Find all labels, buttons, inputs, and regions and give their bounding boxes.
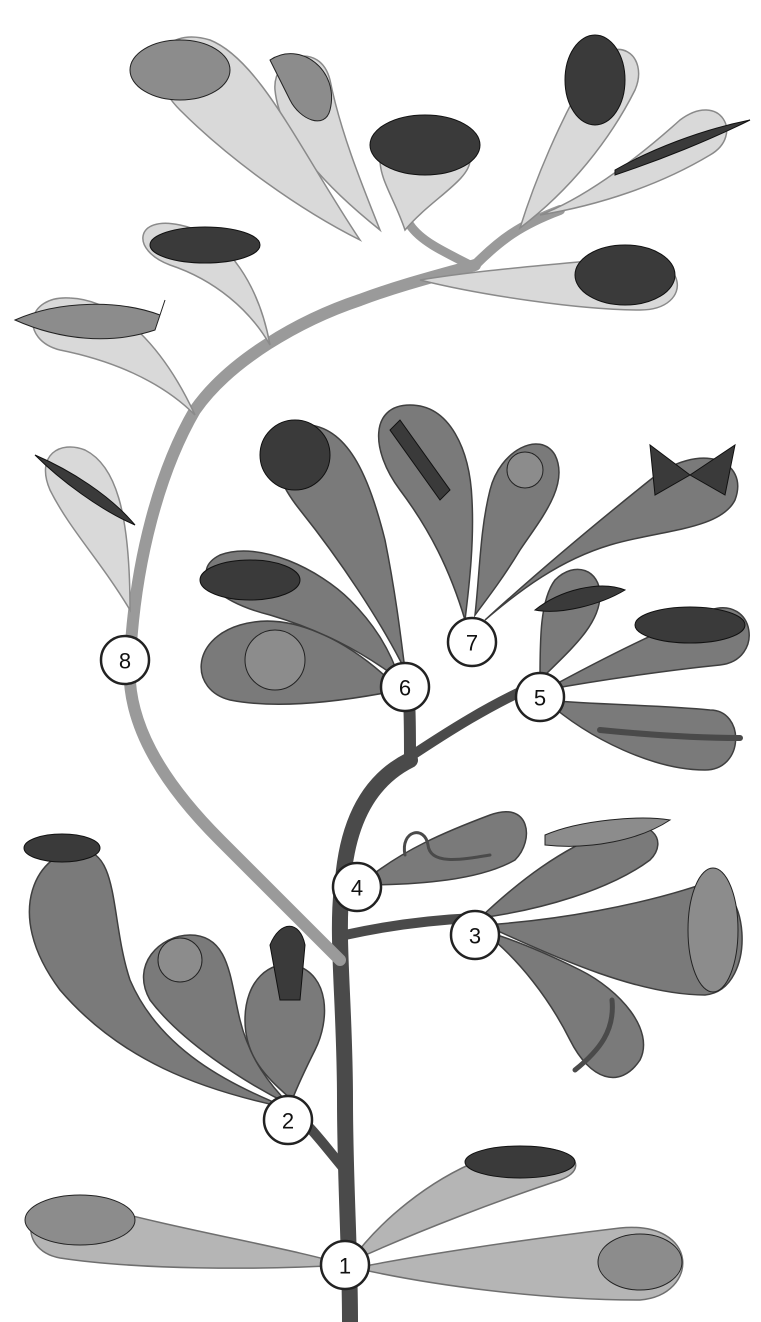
- frog-icon: [575, 245, 675, 305]
- bristleworm-icon: [635, 607, 745, 643]
- spider-icon: [507, 452, 543, 488]
- rhizopod-icon: [598, 1234, 682, 1290]
- node-5-label: 5: [534, 686, 546, 711]
- node-3: 3: [451, 911, 499, 959]
- node-7-label: 7: [466, 631, 478, 656]
- leaves-node-3: [480, 818, 742, 1077]
- paramecium-icon: [465, 1146, 575, 1178]
- node-1: 1: [321, 1241, 369, 1289]
- mussel-icon: [200, 560, 300, 600]
- node-8-label: 8: [119, 649, 131, 674]
- node-1-label: 1: [339, 1254, 351, 1279]
- leaves-node-2: [24, 834, 325, 1108]
- dog-icon: [130, 40, 230, 100]
- hedgehog-icon: [370, 115, 480, 175]
- liver-fluke-icon: [688, 868, 738, 992]
- sponge-icon: [24, 834, 100, 862]
- node-8: 8: [101, 636, 149, 684]
- amoeba-icon: [25, 1195, 135, 1245]
- hydroid-icon: [158, 938, 202, 982]
- leaves-node-5: [535, 569, 749, 770]
- node-5: 5: [516, 673, 564, 721]
- node-6: 6: [381, 663, 429, 711]
- pigeon-icon: [565, 35, 625, 125]
- snail-icon: [245, 630, 305, 690]
- node-4: 4: [333, 863, 381, 911]
- node-3-label: 3: [469, 924, 481, 949]
- node-4-label: 4: [351, 876, 363, 901]
- fish-icon: [150, 227, 260, 263]
- leaf-leech: [540, 569, 600, 680]
- node-6-label: 6: [399, 676, 411, 701]
- node-2: 2: [264, 1096, 312, 1144]
- octopus-icon: [260, 420, 330, 490]
- node-7: 7: [448, 618, 496, 666]
- leaf-nemertean: [360, 812, 526, 885]
- leaves-node-6: [200, 420, 405, 704]
- leaves-node-4: [360, 812, 526, 885]
- node-2-label: 2: [282, 1109, 294, 1134]
